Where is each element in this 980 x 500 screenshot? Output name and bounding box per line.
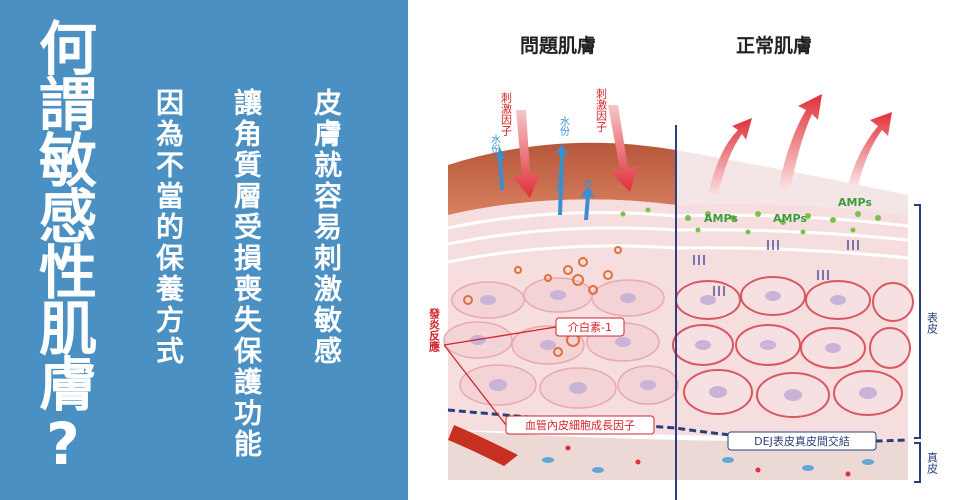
- inflammation-label: 發炎反應: [428, 307, 442, 353]
- water-label-3: 水份: [553, 172, 565, 193]
- amps-label-3: AMPs: [838, 196, 872, 209]
- main-title: 何謂敏感性肌膚?: [29, 18, 97, 476]
- inflammation-leader-lines: [443, 326, 557, 426]
- dej-label: DEJ表皮真皮間交結: [754, 434, 850, 448]
- irritant-arrows: [512, 105, 638, 198]
- skin-diagram: 問題肌膚 正常肌膚: [428, 34, 939, 500]
- blood-vessel: [448, 425, 518, 466]
- water-label-1: 水份: [489, 134, 501, 155]
- explanation-line-1: 皮膚就容易刺激敏感: [310, 88, 343, 367]
- epidermis-label: 表皮: [926, 311, 939, 335]
- problem-skin-heading: 問題肌膚: [520, 34, 596, 57]
- il1-label: 介白素-1: [568, 320, 612, 334]
- vegf-label: 血管內皮細胞成長因子: [525, 418, 635, 432]
- dej-label-box: [727, 431, 877, 451]
- irritant-label-2: 刺激因子: [595, 88, 608, 132]
- irritant-label-1: 刺激因子: [500, 92, 513, 136]
- healthy-stratum-corneum: [676, 150, 908, 215]
- deflected-arrows: [708, 94, 892, 196]
- water-label-4: 水份: [581, 178, 593, 199]
- dermis-label: 真皮: [926, 451, 939, 475]
- water-label-2: 水份: [558, 116, 570, 137]
- normal-skin-heading: 正常肌膚: [736, 34, 812, 57]
- amps-label-1: AMPs: [704, 212, 738, 225]
- explanation-line-2: 讓角質層受損喪失保護功能: [230, 88, 263, 460]
- amps-label-2: AMPs: [773, 212, 807, 225]
- dermis-bracket: [914, 442, 921, 483]
- left-text-panel: 何謂敏感性肌膚? 皮膚就容易刺激敏感 讓角質層受損喪失保護功能 因為不當的保養方…: [0, 0, 408, 500]
- explanation-line-3: 因為不當的保養方式: [152, 88, 185, 367]
- water-arrows: [494, 144, 594, 220]
- epidermis-bracket: [914, 204, 921, 439]
